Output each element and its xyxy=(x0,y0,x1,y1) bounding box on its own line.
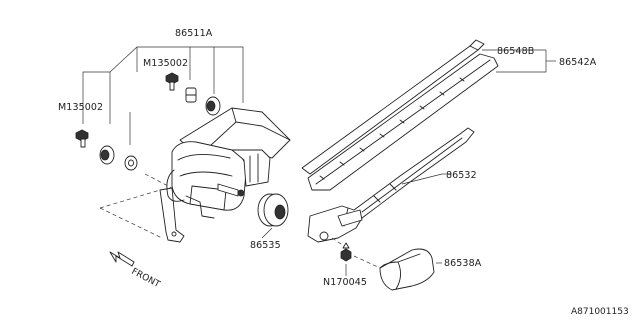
leader-lines xyxy=(345,49,556,276)
front-arrow-icon xyxy=(109,251,135,267)
label-m135002-upper: M135002 xyxy=(143,58,188,69)
washer-left xyxy=(124,155,138,171)
bolt-left xyxy=(75,129,89,148)
label-n170045: N170045 xyxy=(323,277,367,288)
front-indicator: FRONT xyxy=(109,251,162,290)
label-m135002-left: M135002 xyxy=(58,102,103,113)
wiper-motor-assembly xyxy=(159,107,291,243)
grommet xyxy=(257,193,289,239)
label-86538a: 86538A xyxy=(444,258,482,269)
label-86548b: 86548B xyxy=(497,46,534,57)
motor-group-bracket xyxy=(82,46,244,145)
bushing-upper xyxy=(205,96,221,116)
mounting-dash-lines xyxy=(99,173,173,239)
diagram-id: A871001153 xyxy=(571,307,629,317)
cap-cover xyxy=(379,248,435,291)
spacer-upper xyxy=(185,87,197,103)
wiper-arm xyxy=(307,127,475,243)
wiper-blade xyxy=(301,39,499,191)
bolt-upper xyxy=(165,72,179,91)
nut xyxy=(331,237,381,269)
label-86542a: 86542A xyxy=(559,57,597,68)
label-86511a: 86511A xyxy=(175,28,213,39)
bushing-left xyxy=(99,145,115,165)
front-label: FRONT xyxy=(130,267,162,290)
label-86535: 86535 xyxy=(250,240,281,251)
label-86532: 86532 xyxy=(446,170,477,181)
